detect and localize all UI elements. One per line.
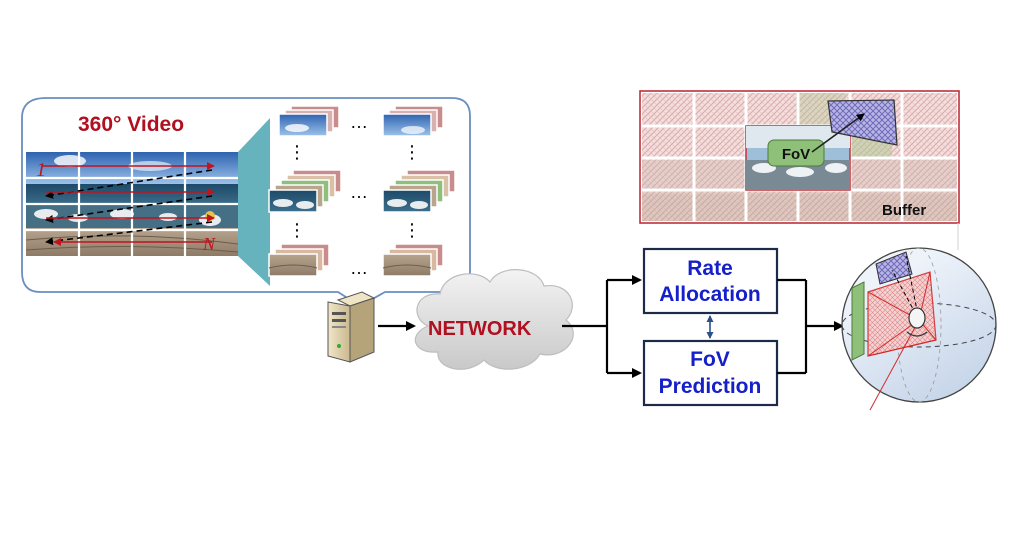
sphere-viewport-icon — [841, 247, 997, 411]
video-panel: 360° Video — [21, 97, 471, 308]
fov-label: FoV — [782, 146, 810, 163]
ellipsis-top: … — [350, 112, 368, 132]
cloud-icon — [414, 269, 574, 370]
vdots-left-top: ⋮ — [288, 142, 306, 162]
tile-stacks: … … … ⋮ ⋮ ⋮ ⋮ — [268, 105, 456, 278]
fov-prediction-line1: FoV — [690, 348, 730, 371]
equirect-frame: 1 N — [25, 152, 239, 256]
fov-region: FoV — [745, 125, 851, 191]
video-panel-title: 360° Video — [78, 113, 184, 136]
ellipsis-bottom: … — [350, 258, 368, 278]
row-first-label: 1 — [36, 159, 46, 181]
projection-wedge — [238, 118, 270, 286]
buffer-label: Buffer — [882, 202, 926, 219]
fov-prediction-box: FoV Prediction — [642, 339, 779, 407]
network-label: NETWORK — [428, 318, 532, 340]
rate-allocation-line2: Allocation — [659, 283, 761, 306]
rate-allocation-box: Rate Allocation — [642, 247, 779, 315]
vdots-right-bottom: ⋮ — [403, 220, 421, 240]
fov-prediction-line2: Prediction — [659, 375, 762, 398]
row-last-label: N — [202, 234, 216, 254]
vdots-left-bottom: ⋮ — [288, 220, 306, 240]
server-icon — [327, 291, 376, 363]
fov-to-viewport-arrow — [811, 113, 865, 153]
rate-allocation-line1: Rate — [687, 257, 733, 280]
ellipsis-middle: … — [350, 182, 368, 202]
module-join — [777, 278, 808, 375]
network-fork — [562, 280, 609, 373]
buffer-panel: FoV Buffer — [639, 90, 960, 224]
viewport-patch — [827, 99, 898, 146]
vdots-right-top: ⋮ — [403, 142, 421, 162]
